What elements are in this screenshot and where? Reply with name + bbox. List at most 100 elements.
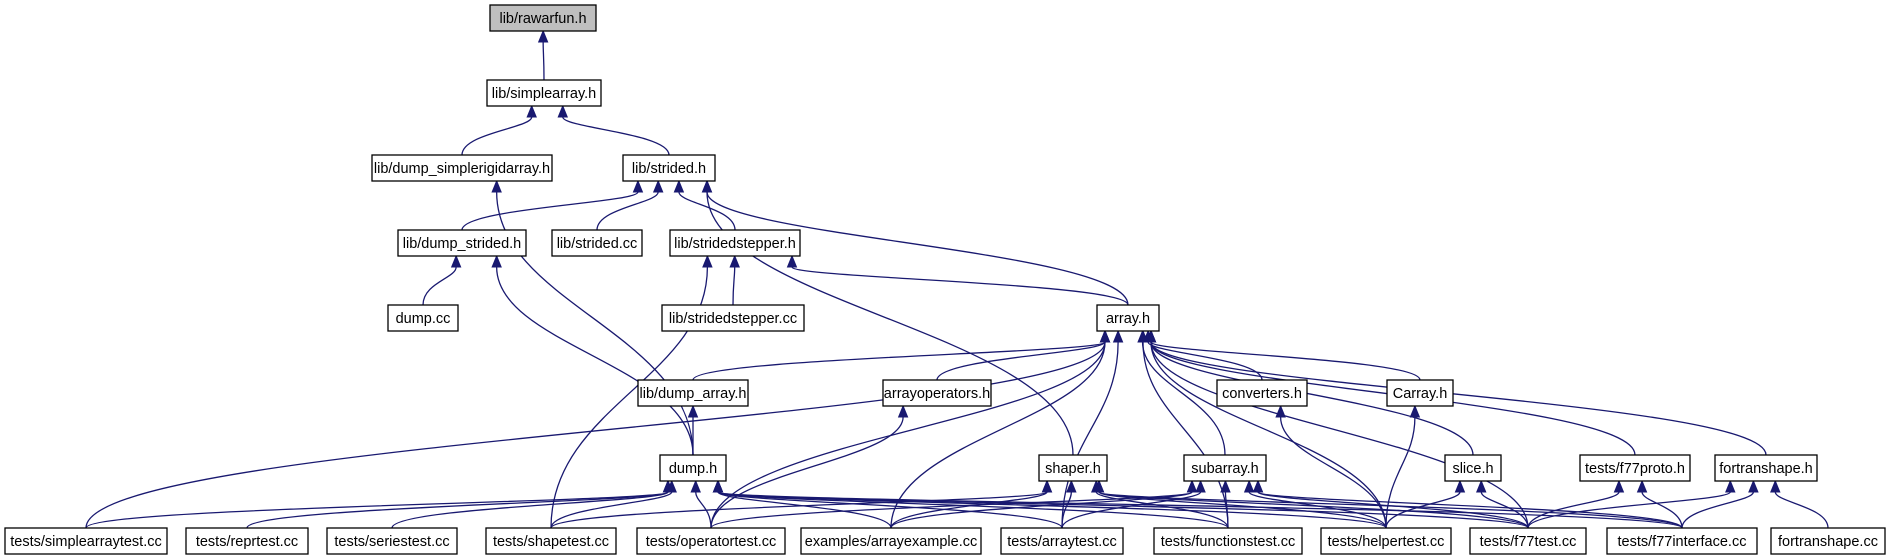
node-label: lib/strided.cc (557, 236, 638, 252)
node-functionstest[interactable]: tests/functionstest.cc (1153, 527, 1303, 555)
edge-line (391, 491, 669, 529)
edge-subarray-to-array_h (1137, 329, 1226, 456)
node-fortranshape_cc[interactable]: fortranshape.cc (1770, 527, 1886, 555)
node-strided_cc[interactable]: lib/strided.cc (551, 229, 643, 257)
node-box[interactable] (371, 154, 553, 182)
node-carray[interactable]: Carray.h (1386, 379, 1454, 407)
node-arraytest[interactable]: tests/arraytest.cc (1000, 527, 1124, 555)
edge-arrowhead (1454, 479, 1466, 493)
edge-line (695, 491, 712, 529)
node-shaper[interactable]: shaper.h (1038, 454, 1108, 482)
node-simplearraytest[interactable]: tests/simplearraytest.cc (4, 527, 168, 555)
node-box[interactable] (1183, 454, 1267, 482)
edge-arrowhead (701, 179, 713, 193)
edge-dump_simplerigid-to-simplearray (461, 104, 537, 156)
node-label: lib/strided.h (632, 161, 706, 177)
node-reprtest[interactable]: tests/reprtest.cc (185, 527, 309, 555)
node-box[interactable] (185, 527, 309, 555)
node-shapetest[interactable]: tests/shapetest.cc (485, 527, 617, 555)
edge-f77test-to-array_h (1145, 329, 1529, 529)
node-box[interactable] (486, 79, 602, 107)
node-box[interactable] (1216, 379, 1308, 407)
node-box[interactable] (1714, 454, 1818, 482)
node-operatortest[interactable]: tests/operatortest.cc (636, 527, 786, 555)
edge-line (1257, 491, 1683, 529)
node-arrayexample[interactable]: examples/arrayexample.cc (800, 527, 982, 555)
node-f77interface[interactable]: tests/f77interface.cc (1606, 527, 1758, 555)
node-f77test[interactable]: tests/f77test.cc (1469, 527, 1587, 555)
edge-arrowhead (786, 254, 798, 268)
edge-line (1098, 491, 1387, 529)
node-box[interactable] (669, 229, 801, 257)
node-helpertest[interactable]: tests/helpertest.cc (1320, 527, 1452, 555)
edge-line (1385, 416, 1416, 529)
node-dump_h[interactable]: dump.h (659, 454, 727, 482)
node-dump_cc[interactable]: dump.cc (387, 304, 459, 332)
node-box[interactable] (636, 527, 786, 555)
node-box[interactable] (637, 379, 749, 407)
edge-arrowhead (1041, 479, 1053, 493)
node-fortranshape_h[interactable]: fortranshape.h (1714, 454, 1818, 482)
node-box[interactable] (1469, 527, 1587, 555)
node-box[interactable] (659, 454, 727, 482)
node-box[interactable] (551, 229, 643, 257)
node-label: lib/stridedstepper.cc (669, 311, 797, 327)
edge-simplearray-to-rawarfun (537, 29, 549, 81)
node-box[interactable] (1444, 454, 1502, 482)
node-box[interactable] (326, 527, 458, 555)
edge-f77interface-to-fortranshape_h (1681, 479, 1759, 529)
edge-line (550, 491, 1048, 529)
node-stridedstepper_h[interactable]: lib/stridedstepper.h (669, 229, 801, 257)
node-simplearray[interactable]: lib/simplearray.h (486, 79, 602, 107)
node-converters[interactable]: converters.h (1216, 379, 1308, 407)
edge-line (1257, 491, 1529, 529)
node-box[interactable] (485, 527, 617, 555)
edge-operatortest-to-arrayoperators (710, 404, 909, 529)
node-seriestest[interactable]: tests/seriestest.cc (326, 527, 458, 555)
node-rawarfun[interactable]: lib/rawarfun.h (489, 4, 597, 32)
edge-line (1150, 341, 1421, 381)
node-box[interactable] (1038, 454, 1108, 482)
node-box[interactable] (800, 527, 982, 555)
node-box[interactable] (1320, 527, 1452, 555)
node-box[interactable] (1770, 527, 1886, 555)
node-box[interactable] (1386, 379, 1454, 407)
node-box[interactable] (387, 304, 459, 332)
node-subarray[interactable]: subarray.h (1183, 454, 1267, 482)
node-box[interactable] (1000, 527, 1124, 555)
edge-arrowhead (1099, 329, 1111, 343)
edge-dump_strided-to-strided_h (461, 179, 644, 231)
edge-line (1774, 491, 1829, 529)
node-label: lib/simplearray.h (492, 86, 597, 102)
node-box[interactable] (1096, 304, 1160, 332)
node-box[interactable] (4, 527, 168, 555)
edge-functionstest-to-array_h (1137, 329, 1229, 529)
node-dump_simplerigid[interactable]: lib/dump_simplerigidarray.h (371, 154, 553, 182)
edge-arrowhead (491, 179, 502, 193)
node-box[interactable] (1579, 454, 1691, 482)
edge-arrowhead (1725, 479, 1736, 493)
node-box[interactable] (622, 154, 716, 182)
node-f77proto[interactable]: tests/f77proto.h (1579, 454, 1691, 482)
node-slice[interactable]: slice.h (1444, 454, 1502, 482)
node-box[interactable] (1606, 527, 1758, 555)
edge-arrayoperators-to-array_h (936, 329, 1111, 381)
node-stridedstepper_cc[interactable]: lib/stridedstepper.cc (661, 304, 805, 332)
node-box[interactable] (397, 229, 527, 257)
node-box[interactable] (489, 4, 597, 32)
edge-stridedstepper_h-to-strided_h (673, 179, 736, 231)
node-strided_h[interactable]: lib/strided.h (622, 154, 716, 182)
node-array_h[interactable]: array.h (1096, 304, 1160, 332)
node-label: lib/stridedstepper.h (674, 236, 796, 252)
edge-arrowhead (1476, 479, 1487, 493)
node-label: tests/f77interface.cc (1618, 534, 1747, 550)
edge-line (1150, 341, 1387, 529)
node-box[interactable] (882, 379, 992, 407)
node-box[interactable] (1153, 527, 1303, 555)
node-box[interactable] (661, 304, 805, 332)
edge-line (890, 491, 1048, 529)
node-dump_strided[interactable]: lib/dump_strided.h (397, 229, 527, 257)
edge-arraytest-to-shaper (1061, 479, 1077, 529)
node-arrayoperators[interactable]: arrayoperators.h (882, 379, 992, 407)
node-dump_array[interactable]: lib/dump_array.h (637, 379, 749, 407)
